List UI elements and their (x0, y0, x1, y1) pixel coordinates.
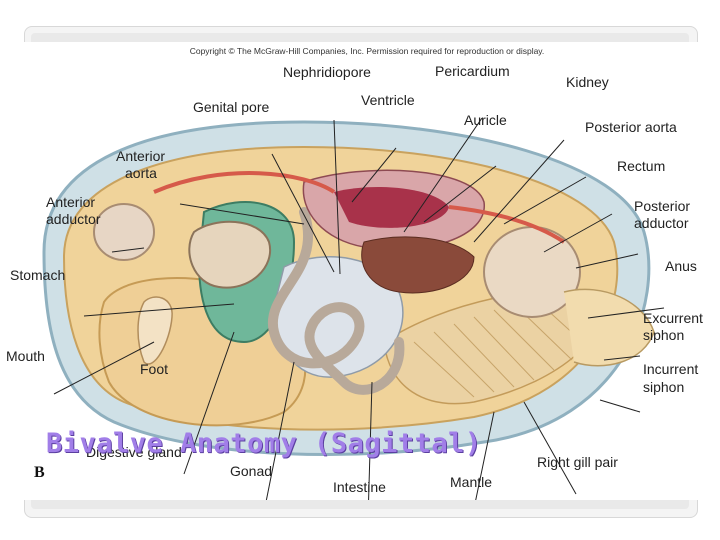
label-posterior-adductor-line2: adductor (634, 215, 689, 231)
anterior-adductor (93, 203, 155, 261)
label-incurrent-siphon-line1: Incurrent (643, 361, 699, 377)
mouth-palps (137, 296, 173, 365)
label-digestive-gland: Digestive gland (86, 444, 182, 460)
panel-letter: B (34, 464, 45, 481)
label-anterior-aorta-line2: aorta (125, 165, 157, 181)
label-ventricle: Ventricle (361, 92, 415, 108)
label-anterior-aorta-line1: Anterior (116, 148, 166, 164)
label-intestine: Intestine (333, 479, 386, 495)
label-anterior-adductor-line2: adductor (46, 211, 101, 227)
label-incurrent-siphon-line2: siphon (643, 379, 685, 395)
label-excurrent-siphon-line1: Excurrent (643, 310, 703, 326)
label-mantle: Mantle (450, 474, 493, 490)
label-nephridiopore: Nephridiopore (283, 64, 371, 80)
label-pericardium: Pericardium (435, 63, 510, 79)
kidney (361, 236, 475, 294)
label-rectum: Rectum (617, 158, 666, 174)
copyright-notice: Copyright © The McGraw-Hill Companies, I… (189, 46, 545, 56)
label-anterior-adductor-line1: Anterior (46, 194, 96, 210)
label-stomach: Stomach (10, 267, 66, 283)
stomach (188, 220, 272, 289)
label-kidney: Kidney (566, 74, 609, 90)
label-posterior-aorta: Posterior aorta (585, 119, 677, 135)
label-posterior-adductor-line1: Posterior (634, 198, 691, 214)
bivalve-illustration (42, 117, 665, 500)
label-gonad: Gonad (230, 463, 273, 479)
label-right-gill-pair: Right gill pair (537, 454, 618, 470)
slide-title: Bivalve Anatomy (Sagittal) (46, 428, 482, 459)
anatomy-figure (4, 42, 716, 500)
label-anus: Anus (665, 258, 697, 274)
label-excurrent-siphon-line2: siphon (643, 327, 685, 343)
label-foot: Foot (140, 361, 169, 377)
label-auricle: Auricle (464, 112, 507, 128)
intestine (267, 207, 405, 395)
ventricle (334, 187, 449, 228)
label-mouth: Mouth (6, 348, 45, 364)
label-genital-pore: Genital pore (193, 99, 270, 115)
siphons (563, 288, 655, 367)
